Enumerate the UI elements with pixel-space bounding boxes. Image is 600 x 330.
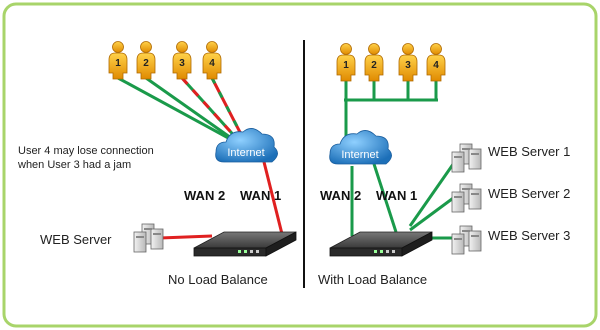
jam-note-line1: User 4 may lose connection: [18, 145, 154, 157]
with-load-balance-caption: With Load Balance: [318, 272, 427, 287]
internet-label: Internet: [341, 149, 378, 161]
web-server-3-label: WEB Server 3: [488, 228, 570, 243]
user-number: 4: [433, 60, 439, 71]
jam-note-line2: when User 3 had a jam: [17, 159, 131, 171]
link-internet-wan1: [372, 163, 398, 233]
wan2-label: WAN 2: [184, 188, 225, 203]
user-number: 2: [371, 60, 377, 71]
link-router-server: [159, 234, 213, 240]
internet-label: Internet: [227, 147, 264, 159]
user-number: 3: [179, 58, 185, 69]
wan2-label: WAN 2: [320, 188, 361, 203]
link-router-server1: [408, 159, 458, 227]
user-number: 1: [343, 60, 349, 71]
link-user1-internet: [117, 76, 233, 142]
user-number: 3: [405, 60, 411, 71]
wan1-label: WAN 1: [240, 188, 281, 203]
no-load-balance-caption: No Load Balance: [168, 272, 268, 287]
web-server-label: WEB Server: [40, 232, 112, 247]
link-router-server2: [409, 194, 457, 232]
left-panel: 1 2 3 4 Internet User 4 may lose connect…: [17, 41, 297, 287]
user-number: 1: [115, 58, 121, 69]
link-internet-wan1: [262, 161, 284, 235]
link-user3-jam: [180, 76, 240, 142]
web-server-1-label: WEB Server 1: [488, 144, 570, 159]
wan1-label: WAN 1: [376, 188, 417, 203]
user-number: 4: [209, 58, 215, 69]
link-user2-internet: [145, 76, 235, 142]
web-server-2-label: WEB Server 2: [488, 186, 570, 201]
link-user4-partial: [210, 77, 246, 141]
user-number: 2: [143, 58, 149, 69]
right-panel: 1 2 3 4 Internet WAN 2 WAN 1 WEB Server …: [318, 43, 570, 287]
